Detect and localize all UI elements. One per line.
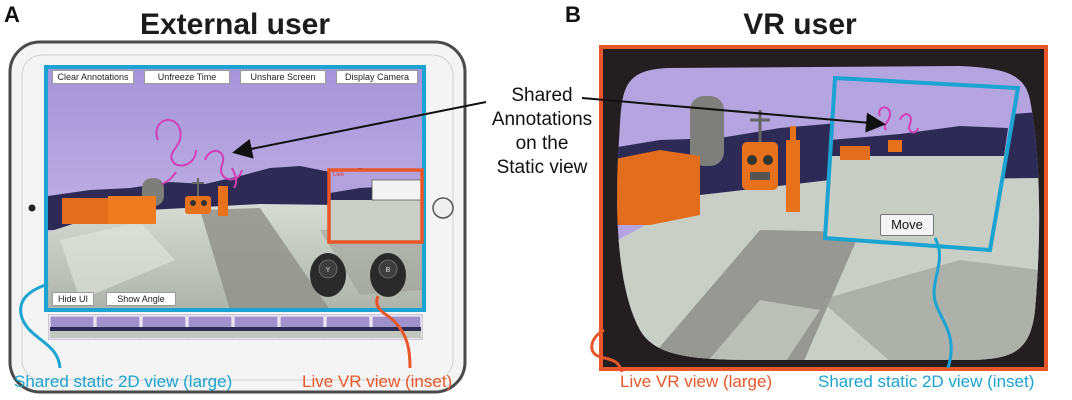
tablet-home-button-icon[interactable]	[432, 197, 454, 219]
panel-a-title: External user	[139, 8, 331, 41]
callout-line-2: Annotations	[491, 109, 593, 130]
hide-ui-button[interactable]: Hide UI	[52, 292, 94, 306]
shared-annotations-callout: Shared Annotations on the Static view	[482, 84, 602, 180]
annotation-arrow-right	[581, 97, 886, 133]
show-angle-button[interactable]: Show Angle	[106, 292, 176, 306]
display-camera-button[interactable]: Display Camera	[336, 70, 418, 84]
vr-controller-icon: B	[370, 253, 406, 297]
clear-annotations-button[interactable]: Clear Annotations	[52, 70, 134, 84]
panel-b-letter: B	[565, 2, 581, 27]
unfreeze-time-button[interactable]: Unfreeze Time	[144, 70, 230, 84]
shared-static-2d-view-inset-border	[822, 75, 1021, 253]
panel-a-letter: A	[4, 2, 20, 27]
caption-live-vr-inset: Live VR view (inset)	[302, 372, 453, 391]
caption-shared-static-inset: Shared static 2D view (inset)	[818, 372, 1035, 391]
caption-live-vr-large: Live VR view (large)	[620, 372, 773, 391]
shared-static-2d-view-large: Y B	[48, 68, 423, 310]
move-button[interactable]: Move	[880, 214, 934, 236]
callout-line-3: on the	[515, 133, 569, 154]
tablet-camera-icon	[28, 204, 36, 212]
callout-line-1: Shared	[511, 85, 573, 106]
svg-text:B: B	[386, 267, 391, 274]
inset-live-label: Live	[333, 172, 345, 178]
caption-shared-static-large: Shared static 2D view (large)	[14, 372, 233, 391]
live-vr-inset-border	[327, 168, 424, 244]
shared-static-2d-view-border	[44, 65, 426, 312]
vr-controller-icon: Y	[310, 253, 346, 297]
live-vr-view-inset	[330, 171, 422, 241]
panel-b-title: VR user	[743, 8, 857, 41]
annotation-arrow-left	[232, 101, 487, 159]
callout-line-4: Static view	[496, 157, 588, 178]
svg-text:Y: Y	[326, 267, 331, 274]
thumbnail-strip	[48, 314, 423, 340]
unshare-screen-button[interactable]: Unshare Screen	[240, 70, 326, 84]
